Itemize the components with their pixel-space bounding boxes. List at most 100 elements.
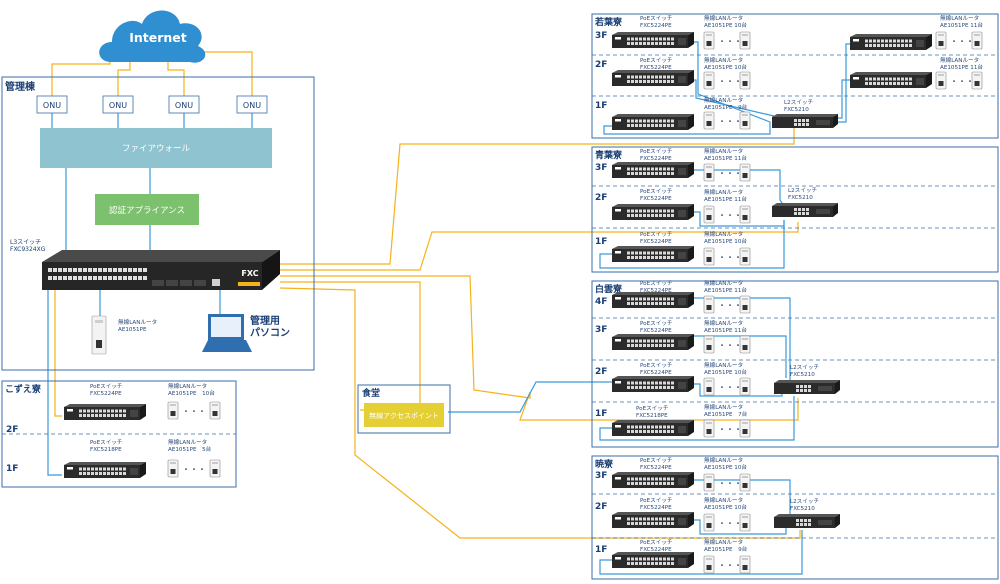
onu-3-label: ONU [175, 101, 193, 110]
aoba-sw3-model: FXC5224PE [640, 156, 672, 162]
kozue-sw1-model: FXC5218PE [90, 447, 122, 453]
aoba-sw1-model: FXC5224PE [640, 239, 672, 245]
auth-appliance-label: 認証アプライアンス [109, 205, 185, 216]
hakuun-ap3-name: 無線LANルータ [704, 319, 743, 327]
kanri-building-frame [1, 76, 315, 371]
wakaba-ap1-ellipsis: ・・・ [718, 117, 742, 126]
gyo-sw3-icon [612, 472, 694, 488]
gyo-sw3-name: PoEスイッチ [640, 457, 673, 464]
onu-4-label: ONU [243, 101, 261, 110]
hakuun-1f: 1F [595, 409, 607, 419]
internet-label: Internet [129, 30, 187, 45]
gyo-ap2b-icon [739, 513, 751, 532]
kozue-ap2-model: AE1051PE 10台 [168, 389, 215, 397]
l3-switch-icon: FXC [42, 250, 280, 290]
aoba-ap3b-icon [739, 163, 751, 182]
hakuun-sw4-name: PoEスイッチ [640, 280, 673, 287]
aoba-1f: 1F [595, 237, 607, 247]
aoba-ap2b-icon [739, 205, 751, 224]
kozue-sw1-name: PoEスイッチ [90, 439, 123, 446]
shokudo-ap-box [364, 403, 444, 427]
onu-1-label: ONU [43, 101, 61, 110]
aoba-sw1-icon [612, 246, 694, 262]
gyo-1f: 1F [595, 545, 607, 555]
wakaba-sw3-name: PoEスイッチ [640, 15, 673, 22]
aoba-l2-icon [772, 203, 838, 217]
hakuun-ap3a-icon [703, 335, 715, 354]
firewall-box [40, 128, 272, 168]
wakaba-ap2b-icon [739, 71, 751, 90]
wakaba-ap2-name: 無線LANルータ [704, 56, 743, 64]
hakuun-l2-icon [774, 380, 840, 394]
wakaba-1f: 1F [595, 101, 607, 111]
hakuun-sw4-model: FXC5224PE [640, 288, 672, 294]
gyo-sw2-model: FXC5224PE [640, 505, 672, 511]
wakaba-l2-icon [772, 114, 838, 128]
wakaba-apr2a-icon [935, 71, 947, 90]
wakaba-ap3-ellipsis: ・・・ [718, 37, 742, 46]
hakuun-sw2-model: FXC5224PE [640, 370, 672, 376]
gyo-ap1-name: 無線LANルータ [704, 538, 743, 546]
hakuun-ap2-ellipsis: ・・・ [718, 383, 742, 392]
gyo-sw2-icon [612, 512, 694, 528]
shokudo-frame [357, 384, 451, 434]
aoba-sw2-icon [612, 204, 694, 220]
wakaba-ap2-ellipsis: ・・・ [718, 77, 742, 86]
hakuun-frame [591, 280, 999, 448]
hakuun-sw2-icon [612, 376, 694, 392]
aoba-ap3-name: 無線LANルータ [704, 147, 743, 155]
wakaba-apr3-name: 無線LANルータ [940, 14, 979, 22]
kanri-title: 管理棟 [5, 80, 36, 93]
wakaba-apr3a-icon [935, 31, 947, 50]
aoba-l2-name: L2スイッチ [788, 187, 817, 194]
gyo-ap3-name: 無線LANルータ [704, 456, 743, 464]
wakaba-sw3-icon [612, 32, 694, 48]
aoba-sw1-name: PoEスイッチ [640, 231, 673, 238]
wakaba-sw2-model: FXC5224PE [640, 65, 672, 71]
kozue-sw2-model: FXC5224PE [90, 391, 122, 397]
wakaba-ap1a-icon [703, 111, 715, 130]
gyo-ap3-ellipsis: ・・・ [718, 479, 742, 488]
kozue-ap1-ellipsis: ・・・ [182, 465, 206, 474]
wakaba-apr3b-icon [971, 31, 983, 50]
wakaba-apr2-model: AE1051PE 11台 [940, 63, 983, 71]
shokudo-ap-label: 無線アクセスポイント [369, 411, 439, 420]
wakaba-apr3-model: AE1051PE 11台 [940, 21, 983, 29]
pc-label-line2: パソコン [250, 327, 290, 339]
wakaba-sw3-model: FXC5224PE [640, 23, 672, 29]
wakaba-sw1-icon [612, 114, 694, 130]
hakuun-l2-name: L2スイッチ [790, 364, 819, 371]
wakaba-apr2-ellipsis: ・・・ [950, 77, 974, 86]
kozue-1f: 1F [6, 464, 18, 474]
hakuun-ap2-model: AE1051PE 10台 [704, 368, 747, 376]
gyo-ap2a-icon [703, 513, 715, 532]
kanri-router-model: AE1051PE [118, 327, 147, 333]
wakaba-l2-name: L2スイッチ [784, 99, 813, 106]
gyo-2f: 2F [595, 502, 607, 512]
hakuun-3f: 3F [595, 325, 607, 335]
aoba-ap3a-icon [703, 163, 715, 182]
l3-switch-model: FXC9324XG [10, 246, 46, 253]
firewall-label: ファイアウォール [122, 144, 191, 154]
onu-2-label: ONU [109, 101, 127, 110]
kanri-router-name: 無線LANルータ [118, 318, 157, 326]
aoba-sw2-name: PoEスイッチ [640, 188, 673, 195]
gyo-ap3-model: AE1051PE 10台 [704, 463, 747, 471]
auth-appliance-box [95, 194, 199, 225]
kozue-ap2-name: 無線LANルータ [168, 382, 207, 390]
aoba-sw2-model: FXC5224PE [640, 196, 672, 202]
wakaba-l2-model: FXC5210 [784, 107, 809, 113]
gyo-sw1-name: PoEスイッチ [640, 539, 673, 546]
kozue-ap1-name: 無線LANルータ [168, 438, 207, 446]
kozue-ap2a-icon [167, 401, 179, 420]
onu-2: ONU [102, 95, 134, 114]
kozue-ap1b-icon [209, 459, 221, 478]
aoba-frame [591, 146, 999, 273]
onu-4: ONU [236, 95, 268, 114]
internet-cloud-icon: Internet [99, 10, 206, 63]
aoba-2f: 2F [595, 193, 607, 203]
wakaba-ap3-name: 無線LANルータ [704, 14, 743, 22]
gyo-ap1-model: AE1051PE 9台 [704, 545, 748, 553]
pc-label-line1: 管理用 [250, 314, 280, 327]
wakaba-apr2b-icon [971, 71, 983, 90]
